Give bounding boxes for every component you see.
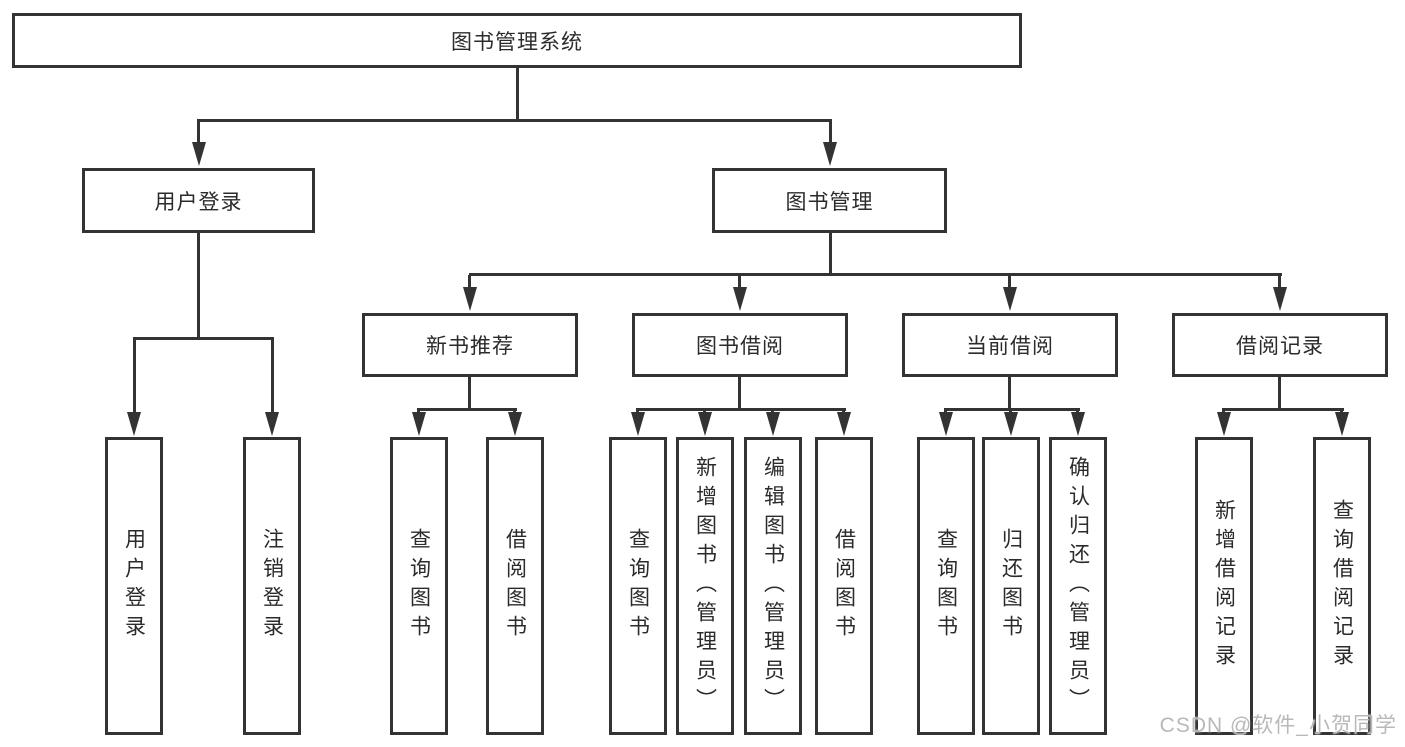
leaf-label: 查询图书 (934, 528, 958, 644)
arrowhead-icon (837, 412, 851, 436)
leaf-query-book: 查询图书 (609, 437, 667, 735)
node-label: 当前借阅 (966, 335, 1054, 358)
arrowhead-icon (698, 412, 712, 436)
connector-line (468, 377, 471, 408)
connector-line (469, 273, 1282, 276)
connector-line (829, 233, 832, 273)
leaf-label: 用户登录 (122, 528, 146, 644)
arrowhead-icon (631, 412, 645, 436)
leaf-borrow-book: 借阅图书 (815, 437, 873, 735)
arrowhead-icon (1004, 412, 1018, 436)
connector-line (197, 121, 200, 146)
node-label: 图书借阅 (696, 335, 784, 358)
leaf-label: 编辑图书（管理员） (761, 455, 785, 717)
leaf-label: 查询借阅记录 (1330, 499, 1354, 673)
arrowhead-icon (127, 412, 141, 436)
leaf-label: 查询图书 (626, 528, 650, 644)
arrowhead-icon (463, 287, 477, 311)
leaf-confirm-return-admin: 确认归还（管理员） (1049, 437, 1107, 735)
connector-line (944, 408, 1080, 411)
node-user-login: 用户登录 (82, 168, 315, 233)
leaf-query-book: 查询图书 (917, 437, 975, 735)
leaf-label: 借阅图书 (503, 528, 527, 644)
connector-line (636, 408, 846, 411)
connector-line (133, 337, 274, 340)
leaf-edit-book-admin: 编辑图书（管理员） (744, 437, 802, 735)
connector-line (133, 339, 136, 412)
connector-line (1278, 377, 1281, 408)
arrowhead-icon (823, 142, 837, 166)
node-new-book-recommend: 新书推荐 (362, 313, 578, 377)
node-label: 借阅记录 (1236, 335, 1324, 358)
leaf-borrow-book: 借阅图书 (486, 437, 544, 735)
connector-line (829, 121, 832, 146)
node-library-system: 图书管理系统 (12, 13, 1022, 68)
connector-line (197, 119, 832, 122)
leaf-label: 确认归还（管理员） (1066, 455, 1090, 717)
arrowhead-icon (733, 287, 747, 311)
arrowhead-icon (766, 412, 780, 436)
arrowhead-icon (939, 412, 953, 436)
node-book-management: 图书管理 (712, 168, 947, 233)
leaf-label: 查询图书 (407, 528, 431, 644)
arrowhead-icon (412, 412, 426, 436)
connector-line (1008, 275, 1011, 289)
connector-line (197, 233, 200, 337)
leaf-label: 归还图书 (999, 528, 1023, 644)
arrowhead-icon (192, 142, 206, 166)
node-current-borrow: 当前借阅 (902, 313, 1118, 377)
csdn-watermark: CSDN @软件_小贺同学 (1159, 714, 1397, 737)
node-label: 图书管理系统 (451, 30, 583, 54)
connector-line (417, 408, 517, 411)
arrowhead-icon (1273, 287, 1287, 311)
leaf-logout: 注销登录 (243, 437, 301, 735)
node-borrow-records: 借阅记录 (1172, 313, 1388, 377)
node-label: 图书管理 (785, 190, 874, 214)
leaf-user-login: 用户登录 (105, 437, 163, 735)
arrowhead-icon (508, 412, 522, 436)
connector-line (271, 339, 274, 412)
arrowhead-icon (265, 412, 279, 436)
connector-line (738, 275, 741, 289)
leaf-add-book-admin: 新增图书（管理员） (676, 437, 734, 735)
arrowhead-icon (1071, 412, 1085, 436)
connector-line (516, 68, 519, 119)
connector-line (1222, 408, 1344, 411)
arrowhead-icon (1217, 412, 1231, 436)
leaf-return-book: 归还图书 (982, 437, 1040, 735)
arrowhead-icon (1335, 412, 1349, 436)
leaf-query-borrow-record: 查询借阅记录 (1313, 437, 1371, 735)
node-label: 用户登录 (154, 190, 243, 214)
leaf-label: 新增借阅记录 (1212, 499, 1236, 673)
leaf-add-borrow-record: 新增借阅记录 (1195, 437, 1253, 735)
node-label: 新书推荐 (426, 335, 514, 358)
leaf-label: 借阅图书 (832, 528, 856, 644)
arrowhead-icon (1003, 287, 1017, 311)
connector-line (738, 377, 741, 408)
connector-line (1278, 275, 1281, 289)
connector-line (1008, 377, 1011, 408)
leaf-query-book: 查询图书 (390, 437, 448, 735)
leaf-label: 注销登录 (260, 528, 284, 644)
connector-line (468, 275, 471, 289)
leaf-label: 新增图书（管理员） (693, 455, 717, 717)
node-book-borrow: 图书借阅 (632, 313, 848, 377)
